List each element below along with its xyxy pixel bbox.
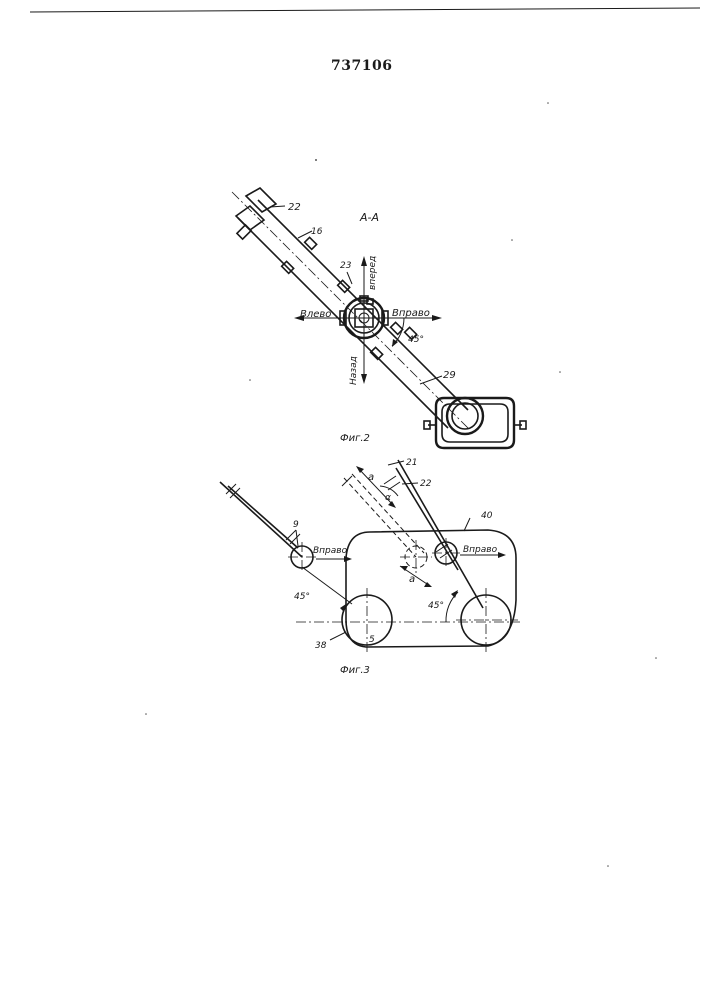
fig3-right-arm <box>384 460 483 608</box>
label-40: 40 <box>481 511 493 521</box>
label-right-left: Вправо <box>313 546 348 556</box>
leader-23 <box>347 272 352 284</box>
label-38: 38 <box>315 641 327 651</box>
label-right-right: Вправо <box>463 545 498 555</box>
label-9: 9 <box>293 520 299 530</box>
fig2-drawing: 22 16 23 29 А-А Влево Вправо 45° вперед … <box>232 188 526 448</box>
label-forward: вперед <box>368 256 378 290</box>
label-a-bottom: a <box>409 574 415 585</box>
label-right: Вправо <box>392 308 430 319</box>
label-22b: 22 <box>420 479 432 489</box>
leader-21 <box>388 461 404 465</box>
label-21: 21 <box>406 458 417 468</box>
label-5: 5 <box>369 635 375 645</box>
fig3-arc-right <box>446 592 458 622</box>
label-left: Влево <box>300 309 331 320</box>
label-angle-fig2: 45° <box>408 335 424 345</box>
leader-38 <box>330 632 346 640</box>
top-border-line <box>30 8 700 12</box>
label-back: Назад <box>349 356 359 385</box>
label-alpha: α <box>385 493 391 503</box>
fig2-caption: Фиг.2 <box>340 433 370 444</box>
fig3-wheel-right <box>456 588 518 652</box>
section-label: А-А <box>359 211 379 224</box>
fig3-left-arm <box>220 482 352 604</box>
label-16: 16 <box>311 227 323 237</box>
label-23: 23 <box>340 261 352 271</box>
fig2-clamp <box>424 398 526 448</box>
leader-40 <box>464 518 470 531</box>
fig3-wheel-left <box>342 588 392 652</box>
label-22: 22 <box>288 202 301 213</box>
fig3-caption: Фиг.3 <box>340 665 370 676</box>
label-angle-left: 45° <box>294 592 310 602</box>
fig2-end-block <box>236 188 276 239</box>
label-a-top: a <box>368 472 374 483</box>
label-29: 29 <box>443 370 456 381</box>
fig3-dashed-arm <box>344 478 416 557</box>
fig3-drawing: 21 22 40 9 38 5 Вправо Вправо a a α 45° … <box>220 458 520 676</box>
label-angle-right: 45° <box>428 601 444 611</box>
